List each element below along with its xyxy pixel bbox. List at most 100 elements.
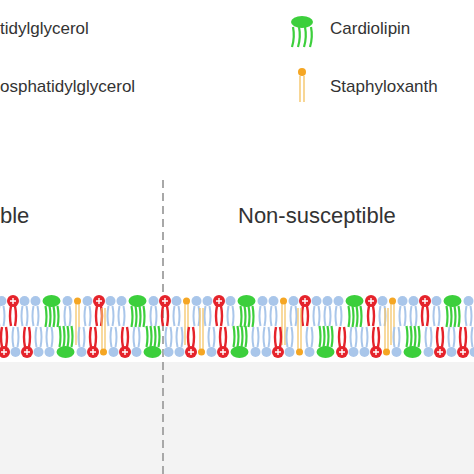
cardiolipin-tail (447, 306, 460, 327)
lipid-tail (90, 327, 96, 347)
legend-text: osphatidylglycerol (0, 78, 135, 95)
lipid-head (269, 296, 279, 306)
lipid-tail (302, 306, 308, 326)
lipid-b (285, 327, 295, 357)
lipid-head (21, 346, 33, 358)
lipid-b (164, 327, 174, 357)
lipid-tail (437, 327, 443, 347)
lipid-b (349, 327, 359, 357)
lipid-b (0, 296, 7, 326)
positive-charge (437, 349, 443, 355)
lipid-g (346, 295, 364, 327)
lipid-b (31, 296, 41, 326)
lipid-head (305, 347, 315, 357)
lipid-b (175, 327, 185, 357)
lipid-tail (220, 327, 226, 347)
lipid-tail (13, 327, 19, 347)
panel-label: ble (0, 205, 29, 227)
positive-charge (24, 349, 30, 355)
lipid-b (117, 296, 127, 326)
staphyloxanthin-tail (282, 301, 285, 345)
lipid-g (43, 295, 61, 327)
lipid-tail (460, 327, 466, 347)
lipid-b (109, 327, 119, 357)
lipid-b (323, 296, 333, 326)
lipid-r (21, 327, 33, 358)
lipid-b (106, 296, 116, 326)
lipid-b (269, 296, 279, 326)
lipid-head (464, 296, 474, 306)
lipid-tail (22, 306, 28, 326)
lipid-tail (162, 306, 168, 326)
lipid-head (109, 347, 119, 357)
lipid-head (349, 347, 359, 357)
cardiolipin-tail (241, 306, 254, 327)
lipid-r (370, 327, 382, 358)
lipid-head (258, 296, 268, 306)
lipid-tail (472, 327, 474, 347)
lipid-head (262, 347, 272, 357)
lipid-tail (325, 306, 331, 326)
lipid-r (185, 327, 197, 358)
lipid-tail (466, 306, 472, 326)
staphyloxanthin-head (183, 298, 190, 305)
lipid-b (226, 296, 236, 326)
lipid-tail (108, 306, 114, 326)
lipid-b (432, 296, 442, 326)
lipid-o (74, 298, 81, 346)
lipid-b (334, 296, 344, 326)
staphyloxanthin-head (296, 349, 303, 356)
lipid-o (198, 308, 205, 356)
lipid-tail (373, 327, 379, 347)
cardiolipin-head (346, 295, 364, 307)
lipid-head (34, 347, 44, 357)
lipid-head (336, 346, 348, 358)
lipid-b (132, 327, 142, 357)
lipid-tail (96, 306, 102, 326)
lipid-head (93, 295, 105, 307)
lipid-head (323, 296, 333, 306)
lipid-tail (47, 327, 53, 347)
lipid-head (378, 296, 388, 306)
lipid-tail (336, 306, 342, 326)
lipid-head (289, 296, 299, 306)
lipid-tail (394, 327, 400, 347)
cardiolipin-tail (349, 306, 362, 327)
lipid-tail (351, 327, 357, 347)
cardiolipin-icon (291, 16, 313, 47)
lipid-head (149, 296, 159, 306)
lipid-tail (271, 306, 277, 326)
cardiolipin-head (43, 295, 61, 307)
cardiolipin-tail (46, 306, 59, 327)
staphyloxanthin-tail (385, 308, 388, 352)
lipid-tail (400, 306, 406, 326)
lipid-r (93, 295, 105, 326)
lipid-tail (368, 306, 374, 326)
divider-line (162, 180, 164, 474)
lipid-tail (111, 327, 117, 347)
lipid-r (119, 327, 131, 358)
lipid-g (317, 326, 335, 358)
positive-charge (162, 298, 168, 304)
lipid-tail (434, 306, 440, 326)
staphyloxanthin-tail (298, 308, 301, 352)
lipid-head (334, 296, 344, 306)
lipid-b (398, 296, 408, 326)
staphyloxanthin-head (389, 298, 396, 305)
lipid-head (272, 346, 284, 358)
positive-charge (422, 298, 428, 304)
lipid-head (77, 347, 87, 357)
lipid-tail (209, 327, 215, 347)
lipid-tail (10, 306, 16, 326)
lipid-head (83, 296, 93, 306)
lipid-o (389, 298, 396, 346)
lipid-g (231, 326, 249, 358)
lipid-head (203, 296, 213, 306)
lipid-head (7, 295, 19, 307)
lipid-b (360, 327, 370, 357)
lipid-tail (65, 306, 71, 326)
lipid-r (87, 327, 99, 358)
cardiolipin-head (231, 346, 249, 358)
positive-charge (188, 349, 194, 355)
